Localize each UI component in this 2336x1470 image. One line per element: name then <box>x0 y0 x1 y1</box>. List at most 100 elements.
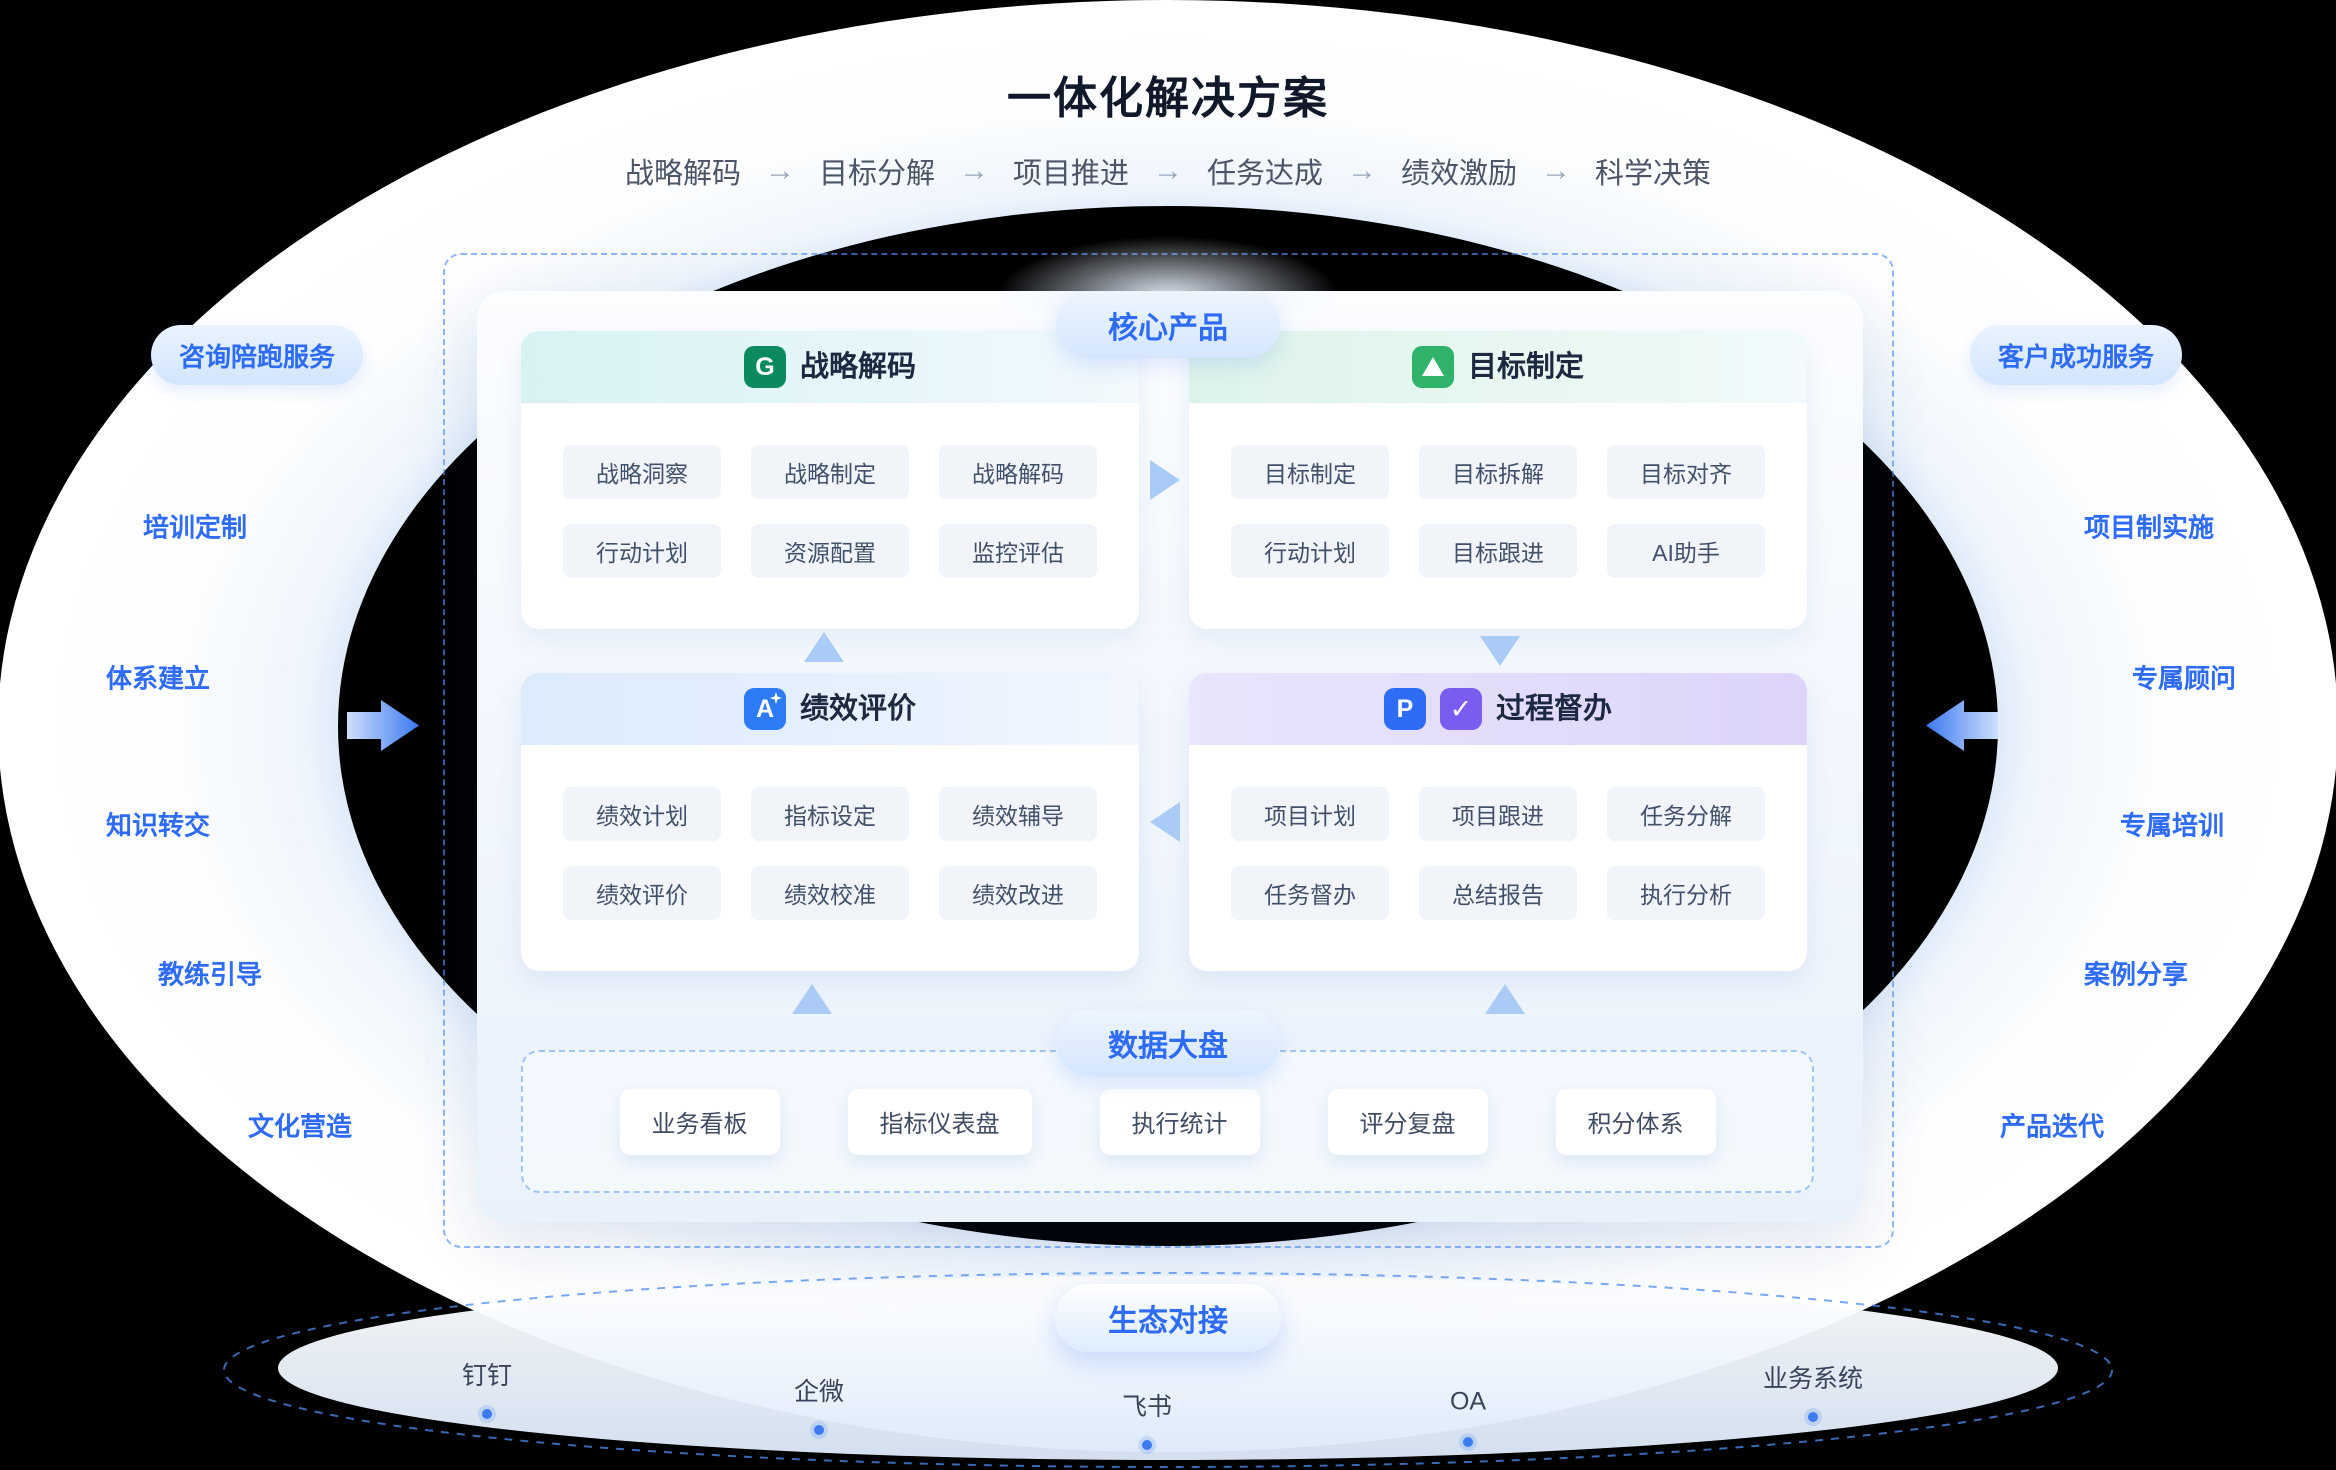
feature-chip: 任务分解 <box>1607 787 1765 841</box>
eco-dot <box>814 1425 824 1435</box>
feature-chip: 目标对齐 <box>1607 445 1765 499</box>
left-service-item: 体系建立 <box>105 663 211 694</box>
card-header: 目标制定 <box>1189 331 1807 403</box>
arrow-up-icon <box>792 984 832 1014</box>
feature-chip: 项目计划 <box>1231 787 1389 841</box>
left-service-item: 知识转交 <box>105 810 211 841</box>
feature-chip: 目标拆解 <box>1419 445 1577 499</box>
eco-dot <box>1808 1412 1818 1422</box>
card-title: 目标制定 <box>1467 350 1584 383</box>
icon-glyph: G <box>755 352 775 381</box>
feature-chip: 总结报告 <box>1419 866 1577 920</box>
eco-item-oa: OA <box>1449 1387 1487 1416</box>
left-service-item: 教练引导 <box>157 959 263 990</box>
flow-arrow-icon: → <box>1153 154 1183 187</box>
card-items: 战略洞察 战略制定 战略解码 行动计划 资源配置 监控评估 <box>521 403 1139 578</box>
card-title: 绩效评价 <box>799 692 916 725</box>
feature-chip: 资源配置 <box>751 524 909 578</box>
right-service-item: 专属顾问 <box>2131 663 2237 694</box>
core-products-badge: 核心产品 <box>1056 292 1280 358</box>
feature-chip: 绩效计划 <box>563 787 721 841</box>
feature-chip: 行动计划 <box>1231 524 1389 578</box>
card-title: 过程督办 <box>1495 692 1612 725</box>
card-process-supervision: P ✓ 过程督办 项目计划 项目跟进 任务分解 任务督办 总结报告 执行分析 <box>1189 673 1807 971</box>
flow-step: 任务达成 <box>1207 158 1324 190</box>
feature-chip: 指标设定 <box>751 787 909 841</box>
project-p-icon: P <box>1383 688 1426 730</box>
feature-chip: 绩效校准 <box>751 866 909 920</box>
eco-item-feishu: 飞书 <box>1121 1393 1173 1421</box>
feature-chip: 执行分析 <box>1607 866 1765 920</box>
arrow-right-icon <box>1150 460 1180 500</box>
eco-item-wecom: 企微 <box>793 1378 845 1406</box>
eco-dot <box>482 1409 492 1419</box>
feature-chip: AI助手 <box>1607 524 1765 578</box>
icon-glyph: A <box>755 694 775 723</box>
platform-ellipse <box>278 1276 2058 1460</box>
card-header: P ✓ 过程督办 <box>1189 673 1807 745</box>
card-title: 战略解码 <box>799 350 916 383</box>
card-strategy-decoding: G 战略解码 战略洞察 战略制定 战略解码 行动计划 资源配置 监控评估 <box>521 331 1139 629</box>
performance-a-icon: A <box>743 688 786 730</box>
eco-item-dingtalk: 钉钉 <box>461 1362 513 1390</box>
card-header: A 绩效评价 <box>521 673 1139 745</box>
left-service-item: 培训定制 <box>142 512 248 543</box>
left-service-badge: 咨询陪跑服务 <box>150 325 364 385</box>
board-chip: 积分体系 <box>1555 1088 1716 1155</box>
right-inward-arrow-icon <box>1926 700 1998 751</box>
icon-glyph: ✓ <box>1449 693 1473 724</box>
flow-step: 目标分解 <box>818 158 935 190</box>
card-items: 绩效计划 指标设定 绩效辅导 绩效评价 绩效校准 绩效改进 <box>521 745 1139 920</box>
g-logo-icon: G <box>743 346 786 388</box>
triangle-glyph <box>1421 356 1444 376</box>
board-chip: 指标仪表盘 <box>847 1088 1032 1155</box>
right-service-item: 产品迭代 <box>1999 1111 2105 1142</box>
board-chip: 执行统计 <box>1099 1088 1260 1155</box>
feature-chip: 目标制定 <box>1231 445 1389 499</box>
icon-glyph: P <box>1396 694 1414 723</box>
arrow-up-icon <box>1485 984 1525 1014</box>
flow-step: 战略解码 <box>624 158 741 190</box>
feature-chip: 项目跟进 <box>1419 787 1577 841</box>
board-chip: 业务看板 <box>619 1088 780 1155</box>
arrow-up-icon <box>804 632 844 662</box>
feature-chip: 监控评估 <box>939 524 1097 578</box>
right-service-badge: 客户成功服务 <box>1969 325 2183 385</box>
board-chip: 评分复盘 <box>1327 1088 1488 1155</box>
right-service-item: 案例分享 <box>2083 959 2189 990</box>
left-inward-arrow-icon <box>347 700 419 751</box>
platform-dashed-ellipse <box>223 1272 2113 1468</box>
arrow-down-icon <box>1480 636 1520 666</box>
feature-chip: 绩效改进 <box>939 866 1097 920</box>
eco-item-business-system: 业务系统 <box>1762 1365 1864 1393</box>
ecosystem-badge: 生态对接 <box>1055 1284 1281 1352</box>
card-performance-review: A 绩效评价 绩效计划 指标设定 绩效辅导 绩效评价 绩效校准 绩效改进 <box>521 673 1139 971</box>
page-title: 一体化解决方案 <box>1007 74 1329 123</box>
task-check-icon: ✓ <box>1439 688 1482 730</box>
flow-steps: 战略解码 → 目标分解 → 项目推进 → 任务达成 → 绩效激励 → 科学决策 <box>0 150 2336 192</box>
flow-arrow-icon: → <box>958 154 989 187</box>
feature-chip: 绩效辅导 <box>939 787 1097 841</box>
flow-arrow-icon: → <box>764 154 795 187</box>
feature-chip: 绩效评价 <box>563 866 721 920</box>
flow-step: 科学决策 <box>1595 158 1712 190</box>
feature-chip: 战略洞察 <box>563 445 721 499</box>
feature-chip: 战略制定 <box>751 445 909 499</box>
flow-arrow-icon: → <box>1347 154 1378 187</box>
feature-chip: 目标跟进 <box>1419 524 1577 578</box>
left-service-item: 文化营造 <box>247 1111 353 1142</box>
goal-triangle-icon <box>1411 346 1454 388</box>
feature-chip: 任务督办 <box>1231 866 1389 920</box>
flow-step: 项目推进 <box>1012 158 1129 190</box>
card-items: 项目计划 项目跟进 任务分解 任务督办 总结报告 执行分析 <box>1189 745 1807 920</box>
right-service-item: 专属培训 <box>2119 810 2225 841</box>
arrow-left-icon <box>1150 802 1180 842</box>
card-goal-setting: 目标制定 目标制定 目标拆解 目标对齐 行动计划 目标跟进 AI助手 <box>1189 331 1807 629</box>
flow-arrow-icon: → <box>1541 154 1572 187</box>
eco-dot <box>1463 1437 1473 1447</box>
right-service-item: 项目制实施 <box>2083 512 2215 543</box>
data-board-badge: 数据大盘 <box>1056 1010 1280 1076</box>
feature-chip: 战略解码 <box>939 445 1097 499</box>
feature-chip: 行动计划 <box>563 524 721 578</box>
